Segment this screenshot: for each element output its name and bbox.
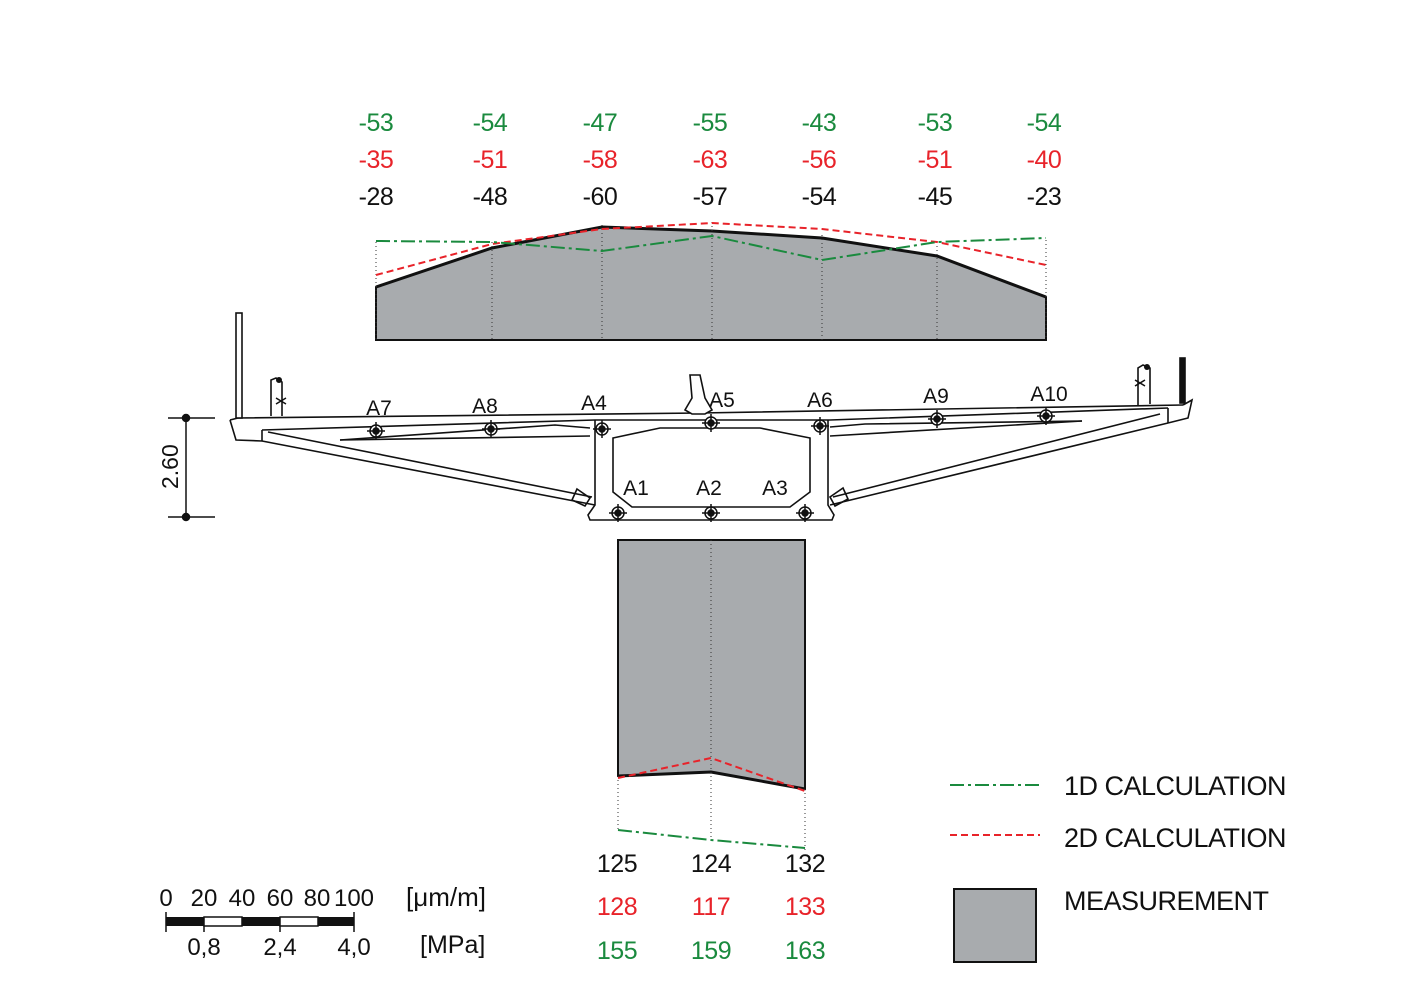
sensor-label: A6 xyxy=(807,389,833,412)
scale-tick-label: 0 xyxy=(159,885,173,912)
scale-tick-label: 0,8 xyxy=(187,934,221,961)
top-1d-value: -54 xyxy=(1026,109,1062,137)
sensor-label: A1 xyxy=(623,477,649,500)
top-measured-value: -60 xyxy=(582,183,618,211)
bottom-measured-value: 125 xyxy=(596,850,638,878)
top-1d-value: -53 xyxy=(917,109,953,137)
height-dimension xyxy=(168,413,215,522)
legend-2d-label: 2D CALCULATION xyxy=(1064,823,1287,853)
scale-tick-label: 40 xyxy=(228,885,256,912)
bottom-2d-value: 128 xyxy=(596,893,638,921)
legend-1d-label: 1D CALCULATION xyxy=(1064,771,1287,801)
top-2d-value: -63 xyxy=(692,146,728,174)
top-2d-value: -51 xyxy=(917,146,953,174)
sensor-label: A5 xyxy=(709,389,735,412)
sensor-label: A7 xyxy=(366,397,392,420)
sensor-label: A8 xyxy=(472,395,498,418)
top-2d-calc-line xyxy=(375,221,1047,276)
bottom-1d-value: 163 xyxy=(784,937,826,965)
bottom-2d-value: 117 xyxy=(691,893,731,921)
scale-tick-label: 100 xyxy=(333,885,375,912)
sensor-label: A10 xyxy=(1030,383,1068,406)
scale-tick-label: 20 xyxy=(190,885,218,912)
top-2d-value: -35 xyxy=(358,146,394,174)
top-measured-value: -23 xyxy=(1026,183,1062,211)
top-measured-value: -28 xyxy=(358,183,394,211)
sensor-label: A9 xyxy=(923,385,949,408)
scale-unit-strain: [μm/m] xyxy=(406,882,486,912)
scale-tick-label: 80 xyxy=(303,885,331,912)
top-1d-calc-line xyxy=(375,234,1047,262)
scale-tick-label: 2,4 xyxy=(263,934,297,961)
top-1d-value: -53 xyxy=(358,109,394,137)
sensor-markers xyxy=(367,407,1055,522)
top-1d-value: -47 xyxy=(582,109,618,137)
sensor-label: A3 xyxy=(762,477,788,500)
bottom-1d-value: 159 xyxy=(690,937,732,965)
bottom-measured-value: 124 xyxy=(690,850,732,878)
top-measured-value: -54 xyxy=(801,183,837,211)
sensor-label: A2 xyxy=(696,477,722,500)
top-1d-value: -55 xyxy=(692,109,728,137)
legend-measurement-swatch xyxy=(953,888,1037,963)
top-measured-value: -45 xyxy=(917,183,953,211)
top-2d-value: -51 xyxy=(472,146,508,174)
bottom-measured-value: 132 xyxy=(784,850,826,878)
top-measured-value: -57 xyxy=(692,183,728,211)
bottom-reference-lines xyxy=(617,540,806,850)
height-dimension-label: 2.60 xyxy=(157,444,183,489)
barrier-detail xyxy=(275,364,1150,405)
scale-bar xyxy=(165,912,355,932)
scale-unit-stress: [MPa] xyxy=(420,931,486,959)
top-2d-value: -58 xyxy=(582,146,618,174)
bottom-2d-value: 133 xyxy=(784,893,826,921)
top-1d-value: -54 xyxy=(472,109,508,137)
top-2d-value: -56 xyxy=(801,146,837,174)
top-measured-value: -48 xyxy=(472,183,508,211)
legend-measurement-label: MEASUREMENT xyxy=(1064,886,1269,916)
bridge-cross-section xyxy=(229,312,1194,521)
scale-tick-label: 60 xyxy=(266,885,294,912)
sensor-label: A4 xyxy=(581,392,607,415)
top-1d-value: -43 xyxy=(801,109,837,137)
top-reference-lines xyxy=(375,222,1047,340)
bottom-1d-calc-line xyxy=(617,829,806,849)
scale-tick-label: 4,0 xyxy=(337,934,371,961)
top-2d-value: -40 xyxy=(1026,146,1062,174)
bottom-1d-value: 155 xyxy=(596,937,638,965)
